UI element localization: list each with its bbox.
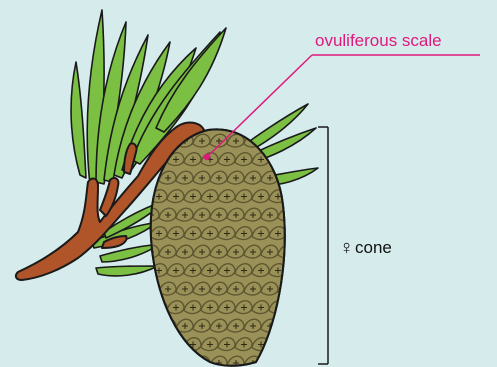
female-cone bbox=[142, 129, 303, 367]
scale-umbo bbox=[199, 360, 205, 366]
scale-umbo bbox=[148, 360, 154, 366]
cone-scale bbox=[159, 356, 176, 367]
cone-scale bbox=[150, 338, 167, 351]
cone-scale bbox=[142, 319, 159, 332]
scale-umbo bbox=[292, 231, 298, 237]
ovuliferous-scale-label: ovuliferous scale bbox=[315, 31, 442, 51]
scale-umbo bbox=[148, 286, 154, 292]
cone-scale bbox=[142, 356, 159, 367]
cone-scale bbox=[286, 190, 303, 203]
cone-scale bbox=[286, 227, 303, 240]
cone-scale bbox=[176, 356, 193, 367]
cone-scale bbox=[286, 153, 303, 166]
scale-umbo bbox=[156, 342, 162, 348]
cone-scale bbox=[142, 282, 159, 295]
cone-scale bbox=[286, 338, 303, 351]
scale-umbo bbox=[292, 342, 298, 348]
scale-umbo bbox=[284, 323, 290, 329]
female-symbol: ♀ bbox=[339, 237, 354, 259]
cone-scale bbox=[278, 356, 295, 367]
cone-scale bbox=[286, 264, 303, 277]
cone-scale bbox=[269, 338, 286, 351]
scale-umbo bbox=[148, 323, 154, 329]
scale-umbo bbox=[267, 360, 273, 366]
scale-umbo bbox=[173, 342, 179, 348]
scale-umbo bbox=[275, 342, 281, 348]
scale-umbo bbox=[292, 194, 298, 200]
callout-point bbox=[204, 154, 210, 160]
cone-scale bbox=[286, 301, 303, 314]
scale-umbo bbox=[292, 305, 298, 311]
cone-scale bbox=[261, 356, 278, 367]
cone-word: cone bbox=[355, 238, 392, 257]
scale-umbo bbox=[292, 268, 298, 274]
scale-umbo bbox=[292, 157, 298, 163]
scale-umbo bbox=[165, 323, 171, 329]
scale-umbo bbox=[156, 305, 162, 311]
scale-umbo bbox=[284, 286, 290, 292]
scale-umbo bbox=[284, 360, 290, 366]
female-cone-label: ♀cone bbox=[339, 237, 392, 260]
scale-umbo bbox=[275, 157, 281, 163]
scale-umbo bbox=[182, 360, 188, 366]
cone-scale bbox=[278, 319, 295, 332]
scale-umbo bbox=[165, 360, 171, 366]
cone-length-bracket bbox=[318, 127, 328, 364]
cone-scale bbox=[167, 338, 184, 351]
